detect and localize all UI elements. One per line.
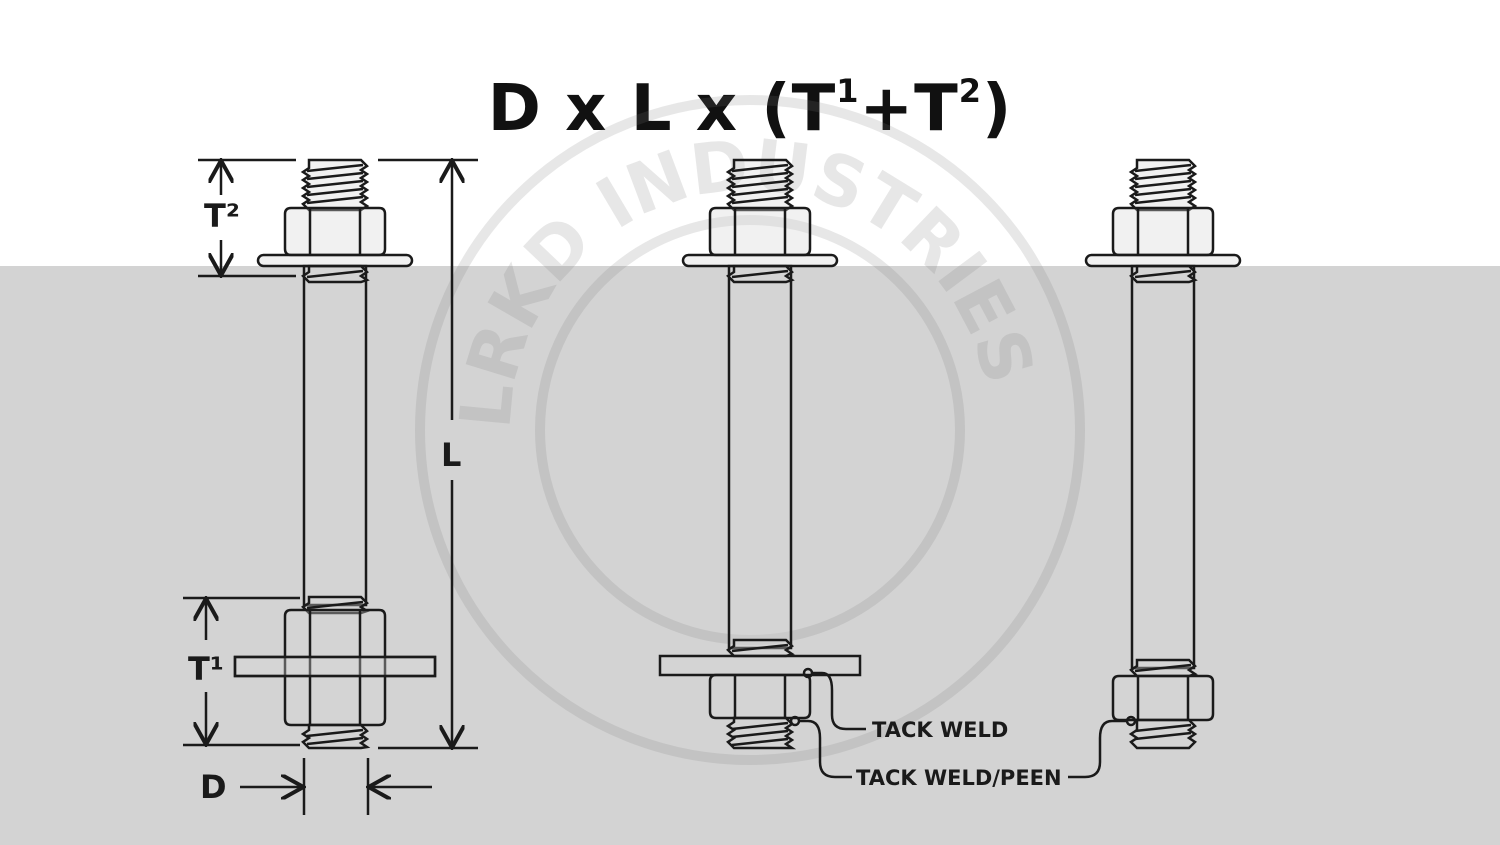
hex-nut xyxy=(1111,206,1215,257)
title-text: D x L x (T xyxy=(487,72,837,146)
thread-line xyxy=(731,721,789,731)
bolt-with-double-nut xyxy=(233,158,437,750)
bolt-with-welded-plate xyxy=(658,158,862,750)
thread-line xyxy=(306,728,364,738)
thread-line xyxy=(306,187,364,197)
title-sup-2: 2 xyxy=(958,72,983,110)
bolt-shaft xyxy=(727,264,793,650)
thread-line xyxy=(1134,731,1192,741)
base-plate xyxy=(658,654,862,677)
page-title: D x L x (T1+T2) xyxy=(0,72,1500,146)
d-label: D xyxy=(200,768,227,806)
thread-line xyxy=(731,737,789,747)
bolt-shaft xyxy=(1130,264,1196,670)
thread-line xyxy=(731,179,789,189)
bolt-shaft xyxy=(302,264,368,607)
hex-nut xyxy=(1111,674,1215,722)
title-text-3: ) xyxy=(982,72,1013,146)
t1-label: T¹ xyxy=(188,650,224,688)
thread-line xyxy=(306,269,364,279)
thread-line xyxy=(1134,269,1192,279)
washer xyxy=(1084,253,1242,268)
thread-line xyxy=(306,195,364,205)
thread-line xyxy=(306,171,364,181)
thread-line xyxy=(306,163,364,173)
thread-line xyxy=(1134,187,1192,197)
t2-label: T² xyxy=(204,197,240,235)
l-label: L xyxy=(441,436,461,474)
d-dimension: D xyxy=(200,758,432,815)
l-dimension: L xyxy=(378,160,478,748)
thread-line xyxy=(306,179,364,189)
thread-line xyxy=(1134,663,1192,673)
t1-dimension: T¹ xyxy=(183,598,300,745)
thread-line xyxy=(731,163,789,173)
thread-line xyxy=(731,643,789,653)
washer xyxy=(256,253,414,268)
callouts: TACK WELD TACK WELD/PEEN xyxy=(789,667,1137,790)
thread-line xyxy=(1134,723,1192,733)
t2-dimension: T² xyxy=(198,160,296,276)
thread-line xyxy=(731,269,789,279)
thread-line xyxy=(731,187,789,197)
base-plate xyxy=(233,655,437,678)
thread-line xyxy=(1134,171,1192,181)
title-sup-1: 1 xyxy=(836,72,860,110)
thread-line xyxy=(1134,179,1192,189)
thread-line xyxy=(731,171,789,181)
title-text-2: +T xyxy=(859,72,959,146)
bolt-with-nut xyxy=(1084,158,1242,750)
hex-nut xyxy=(708,206,812,257)
thread-line xyxy=(1134,163,1192,173)
thread-line xyxy=(306,736,364,746)
hex-nut xyxy=(708,673,812,720)
thread-line xyxy=(731,195,789,205)
thread-line xyxy=(306,600,364,610)
washer xyxy=(681,253,839,268)
thread-line xyxy=(1134,195,1192,205)
thread-line xyxy=(731,729,789,739)
tack-weld-label: TACK WELD xyxy=(872,718,1008,742)
hex-nut xyxy=(283,206,387,257)
tack-weld-peen-label: TACK WELD/PEEN xyxy=(856,766,1062,790)
